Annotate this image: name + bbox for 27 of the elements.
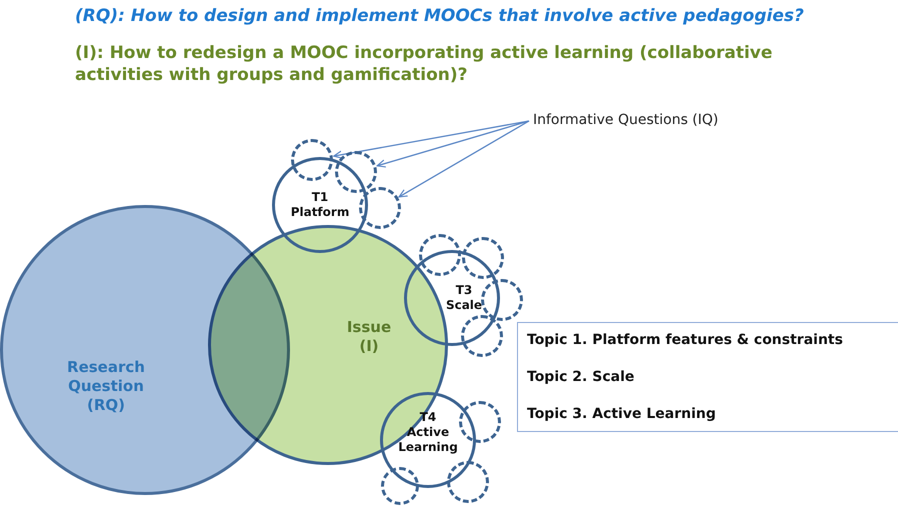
dashed-circle	[335, 151, 377, 193]
dashed-circle	[462, 237, 504, 279]
dashed-circle	[291, 139, 333, 181]
dashed-circle	[381, 467, 419, 505]
topic-circle	[380, 392, 476, 488]
topic-item: Topic 2. Scale	[527, 368, 636, 387]
circle-label: T3 Scale	[446, 283, 482, 313]
circle-label: Issue (I)	[346, 318, 392, 356]
circle-label: Research Question (RQ)	[66, 358, 146, 415]
callout-text: Informative Questions (IQ)	[533, 112, 718, 128]
dashed-circle	[461, 315, 503, 357]
dashed-circle	[359, 187, 401, 229]
topics-panel	[517, 322, 898, 432]
dashed-circle	[459, 401, 501, 443]
circle-label: T1 Platform	[290, 190, 350, 220]
topic-item: Topic 3. Active Learning	[527, 405, 717, 424]
leader-arrow	[333, 120, 530, 159]
dashed-circle	[481, 279, 523, 321]
leader-arrow	[376, 120, 530, 168]
leader-arrow	[398, 120, 530, 198]
dashed-circle	[447, 461, 489, 503]
title: (RQ): How to design and implement MOOCs that involve active pedagogies?	[75, 6, 804, 26]
subtitle: (I): How to redesign a MOOC incorporating active learning (collaborative activities with groups and gamification)?	[75, 42, 774, 86]
topic-circle	[404, 250, 500, 346]
dashed-circle	[419, 234, 461, 276]
topic-item: Topic 1. Platform features & constraints	[527, 331, 844, 350]
topic-circle	[272, 157, 368, 253]
